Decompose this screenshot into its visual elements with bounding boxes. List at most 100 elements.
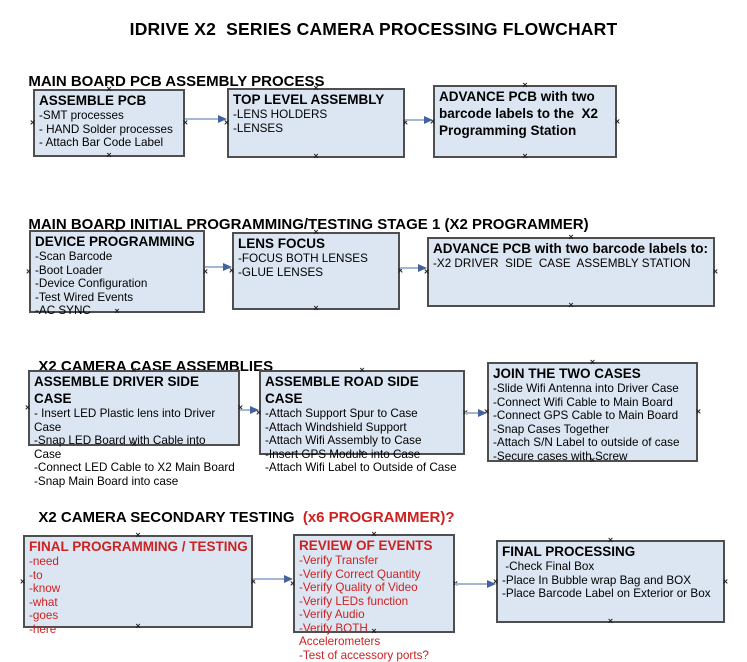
box-item: -Insert GPS Module into Case [265,447,421,461]
arrow-line [240,409,250,411]
box-title: DEVICE PROGRAMMING [35,234,195,249]
box-item: -here [29,622,57,636]
connection-point-icon: × [313,151,319,161]
connector-arrow [400,263,427,273]
box-item: -need [29,555,59,568]
box-items: -need-to-know-what-goes-here [29,555,248,636]
box-item: -Verify Quality of Video [299,581,418,594]
box-item: -Snap LED Board with Cable into Case [34,434,209,461]
box-title: ADVANCE PCB with two barcode labels to t… [439,89,602,138]
box-title: ADVANCE PCB with two barcode labels to: [433,241,709,256]
box-item: -Verify Audio [299,608,365,621]
box-item: -Snap Cases Together [493,422,610,436]
box-title: ASSEMBLE PCB [39,93,147,108]
arrow-head-icon [487,580,496,588]
box-item: -Verify LEDs function [299,594,409,608]
box-item: -LENS HOLDERS [233,108,328,121]
section-header-text: MAIN BOARD PCB ASSEMBLY PROCESS [28,73,325,90]
connection-point-icon: × [712,266,718,277]
section-header-text: X2 CAMERA SECONDARY TESTING [38,509,299,526]
box-item: -Check Final Box [502,560,595,573]
connection-point-icon: × [20,576,26,586]
page-title: IDRIVE X2 SERIES CAMERA PROCESSING FLOWC… [129,19,618,39]
box-item: - HAND Solder processes [39,122,173,136]
box-item: -GLUE LENSES [238,265,324,279]
arrow-line [465,412,478,414]
connection-point-icon: × [522,151,528,161]
arrow-head-icon [250,406,259,414]
flow-box-advance-pcb-programming-station: × × × × ADVANCE PCB with two barcode lab… [430,81,620,161]
box-item: -Connect Wifi Cable to Main Board [493,395,673,409]
flow-box-lens-focus: × × × × LENS FOCUS -FOCUS BOTH LENSES-GL… [229,228,403,313]
section-header-text: MAIN BOARD INITIAL PROGRAMMING/TESTING S… [28,216,589,233]
box-title: FINAL PROCESSING [502,544,636,559]
box-item: -Verify Transfer [299,554,379,567]
box-item: -Verify BOTH Accelerometers [299,621,381,649]
connector-arrow [455,579,496,589]
box-item: -Slide Wifi Antenna into Driver Case [493,382,679,395]
box-item: -FOCUS BOTH LENSES [238,252,368,265]
connector-arrow [205,262,232,272]
connection-point-icon: × [30,117,36,128]
connection-point-icon: × [722,576,728,586]
box-title: REVIEW OF EVENTS [299,538,433,553]
box-item: -Device Configuration [35,277,148,290]
box-items: -Scan Barcode-Boot Loader-Device Configu… [35,250,200,318]
flow-box-final-programming-testing: × × × × FINAL PROGRAMMING / TESTING -nee… [20,531,256,636]
box-item: -Attach S/N Label to outside of case [493,436,680,449]
box-item: -Test Wired Events [35,290,134,304]
connection-point-icon: × [26,266,32,276]
box-items: -Attach Support Spur to Case-Attach Wind… [265,407,460,475]
connection-point-icon: × [25,402,31,413]
flow-box-advance-pcb-driver-side: × × × × ADVANCE PCB with two barcode lab… [424,233,718,310]
connection-point-icon: × [614,116,620,126]
box-item: -goes [29,609,59,622]
connection-point-icon: × [568,300,574,310]
box-items: -SMT processes- HAND Solder processes- A… [39,109,180,150]
box-item: -Snap Main Board into case [34,474,179,488]
box-items: -Verify Transfer-Verify Correct Quantity… [299,554,450,662]
box-item: -Attach Wifi Label to Outside of Case [265,461,457,474]
section-header-pcb-assembly: MAIN BOARD PCB ASSEMBLY PROCESS [20,56,325,90]
box-item: -Place In Bubble wrap Bag and BOX [502,573,692,587]
box-item: -to [29,568,43,582]
flow-box-review-of-events: × × × × REVIEW OF EVENTS -Verify Transfe… [290,530,458,662]
flow-box-top-level-assembly: × × × × TOP LEVEL ASSEMBLY -LENS HOLDERS… [224,84,408,161]
box-item: - Insert LED Plastic lens into Driver Ca… [34,407,219,434]
section-header-initial-programming: MAIN BOARD INITIAL PROGRAMMING/TESTING S… [20,199,589,233]
box-items: -X2 DRIVER SIDE CASE ASSEMBLY STATION [433,257,710,271]
box-items: -LENS HOLDERS-LENSES [233,108,400,135]
section-header-secondary-testing: X2 CAMERA SECONDARY TESTING (x6 PROGRAMM… [30,492,454,526]
box-item: -LENSES [233,121,284,135]
box-title: LENS FOCUS [238,236,326,251]
box-items: - Insert LED Plastic lens into Driver Ca… [34,407,235,488]
box-item: -Verify Correct Quantity [299,567,421,581]
box-items: -FOCUS BOTH LENSES-GLUE LENSES [238,252,395,279]
flow-box-device-programming: × × × × DEVICE PROGRAMMING -Scan Barcode… [26,226,208,318]
arrow-head-icon [424,116,433,124]
arrow-line [400,267,418,269]
box-item: - Attach Bar Code Label [39,136,164,149]
box-item: -know [29,582,61,595]
connection-point-icon: × [106,150,112,160]
connection-point-icon: × [313,303,319,313]
connection-point-icon: × [607,616,614,626]
flow-box-assemble-road-side-case: × × × × ASSEMBLE ROAD SIDE CASE -Attach … [256,366,468,475]
arrow-head-icon [218,115,227,123]
box-title: ASSEMBLE ROAD SIDE CASE [265,374,423,406]
arrow-head-icon [223,263,232,271]
arrow-line [185,118,218,120]
box-item: -Attach Windshield Support [265,420,407,434]
box-item: -Attach Support Spur to Case [265,407,418,420]
arrow-head-icon [284,575,293,583]
box-item: -Attach Wifi Assembly to Case [265,434,422,447]
connector-arrow [465,408,487,418]
box-item: -Place Barcode Label on Exterior or Box [502,587,711,600]
flow-box-assemble-pcb: × × × × ASSEMBLE PCB -SMT processes- HAN… [30,85,188,160]
box-title: TOP LEVEL ASSEMBLY [233,92,385,107]
flow-box-final-processing: × × × × FINAL PROCESSING -Check Final Bo… [493,536,728,626]
box-item: -SMT processes [39,109,124,122]
connector-arrow [253,574,293,584]
box-item: -Test of accessory ports? [299,648,429,662]
flow-box-join-the-two-cases: × × × × JOIN THE TWO CASES -Slide Wifi A… [484,358,701,465]
